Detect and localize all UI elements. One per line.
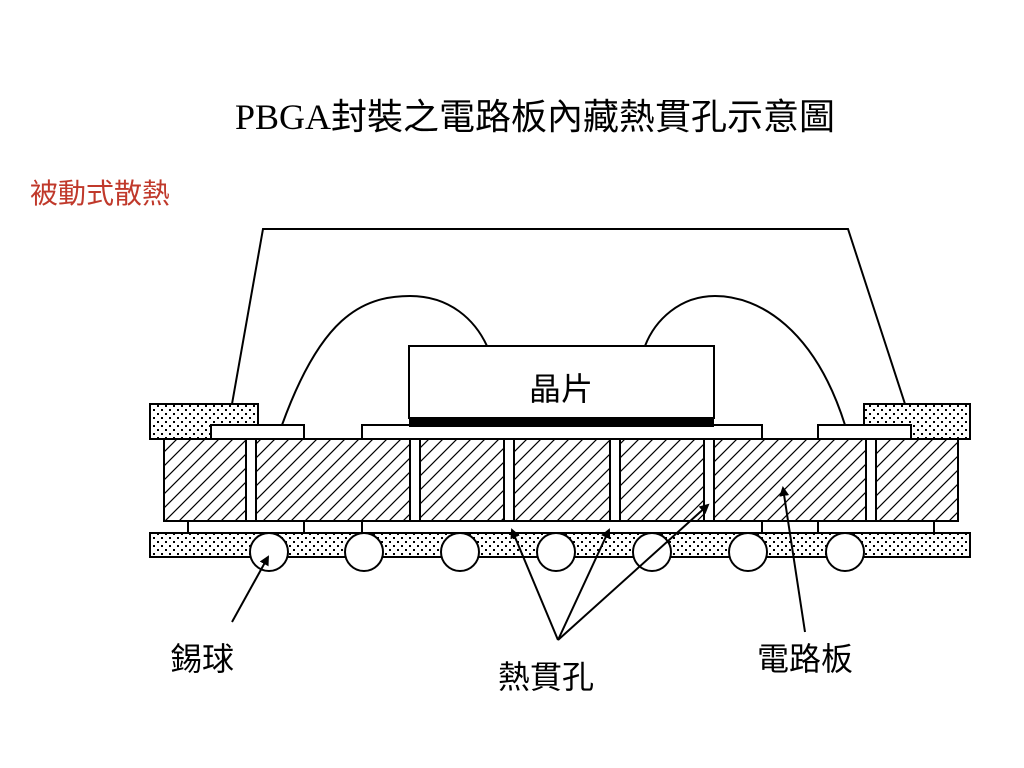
bottom-pad-center	[361, 520, 763, 534]
thermal-via-label: 熱貫孔	[498, 658, 594, 696]
bond-wire-left	[281, 294, 488, 426]
solder-balls	[249, 532, 865, 572]
bottom-pad-left	[187, 520, 305, 534]
top-pad-center	[361, 424, 763, 440]
chip-label: 晶片	[529, 370, 593, 408]
mold-cap-outline	[231, 228, 906, 405]
circuit-board-label: 電路板	[757, 640, 853, 678]
solder-ball-label: 錫球	[170, 640, 234, 678]
thermal-via-arrow-3	[557, 503, 710, 641]
bottom-pad-right	[817, 520, 935, 534]
circuit-board-arrow	[779, 486, 806, 633]
thermal-via-arrow-1	[510, 528, 559, 641]
solder-ball-arrow	[231, 555, 269, 623]
die-attach	[409, 418, 714, 427]
top-pad-right	[817, 424, 912, 440]
circuit-board	[163, 438, 959, 522]
top-pad-left	[210, 424, 305, 440]
thermal-via-arrow-2	[557, 528, 611, 641]
subtitle: 被動式散熱	[30, 179, 171, 210]
page-title: PBGA封裝之電路板內藏熱貫孔示意圖	[234, 97, 836, 137]
bond-wire-right	[644, 294, 846, 426]
